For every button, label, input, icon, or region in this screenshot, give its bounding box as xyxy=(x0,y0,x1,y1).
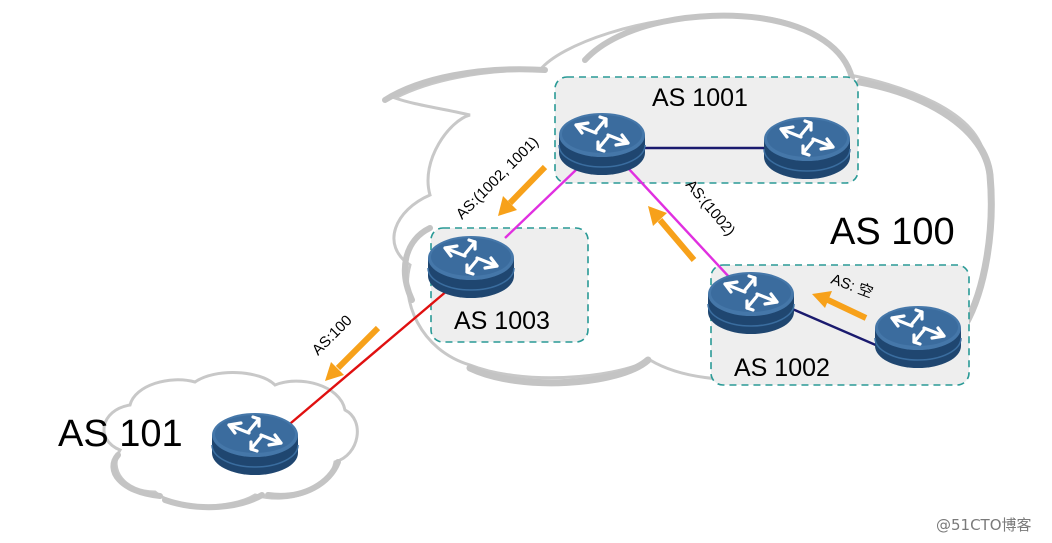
router-icon xyxy=(557,111,647,177)
link-1003-101 xyxy=(284,289,449,429)
label-as1001: AS 1001 xyxy=(652,84,748,112)
label-as1002: AS 1002 xyxy=(734,354,830,382)
path-label-1003-101: AS:100 xyxy=(309,312,356,359)
arrow-1001-to-1003 xyxy=(498,164,548,216)
arrow-1002-to-1001 xyxy=(648,206,697,262)
router-icon xyxy=(873,304,963,370)
arrow-1003-to-101 xyxy=(325,325,381,381)
watermark: @51CTO博客 xyxy=(936,516,1032,534)
arrow-1002-internal xyxy=(812,291,868,321)
router-icon xyxy=(210,411,300,477)
router-icon xyxy=(426,234,516,300)
label-as100: AS 100 xyxy=(830,211,955,253)
label-as101: AS 101 xyxy=(58,413,183,455)
router-icon xyxy=(706,270,796,336)
link-1001-1003 xyxy=(504,167,579,239)
router-icon xyxy=(762,115,852,181)
link-1001-1002 xyxy=(627,167,731,279)
label-as1003: AS 1003 xyxy=(454,307,550,335)
